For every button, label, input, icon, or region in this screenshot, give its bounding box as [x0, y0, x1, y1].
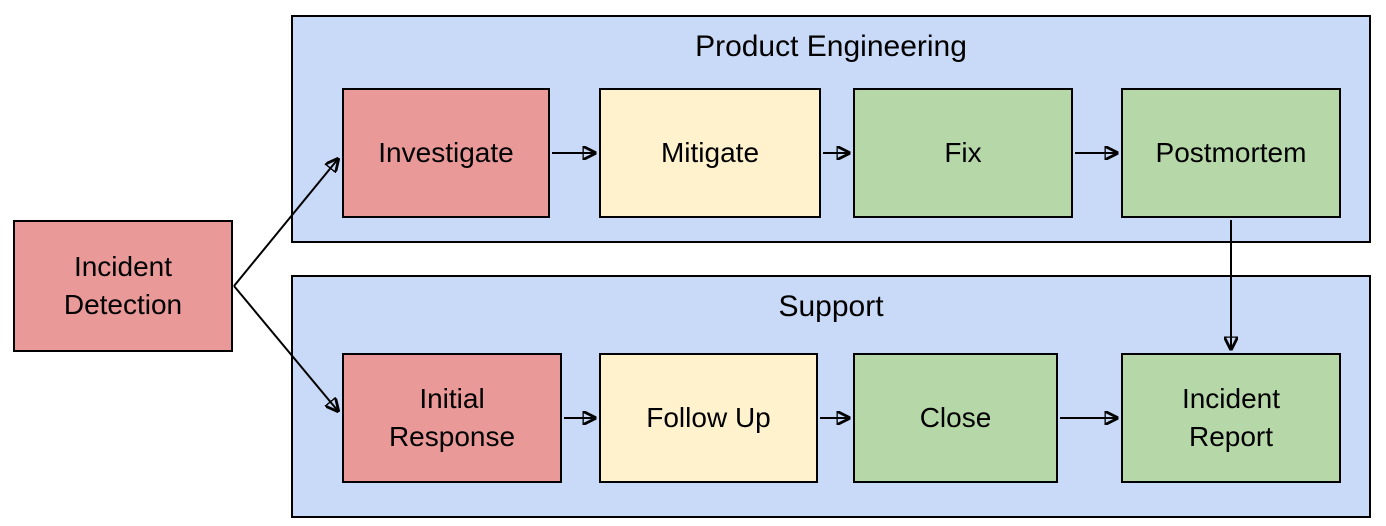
- node-initial-response: Initial Response: [342, 353, 562, 483]
- node-incident-detection: Incident Detection: [13, 220, 233, 352]
- node-label: Incident Detection: [63, 251, 183, 320]
- node-label: Incident Report: [1181, 383, 1281, 452]
- node-label: Close: [919, 402, 992, 434]
- node-close: Close: [853, 353, 1058, 483]
- lane-title-product-engineering: Product Engineering: [695, 30, 967, 63]
- node-incident-report: Incident Report: [1121, 353, 1341, 483]
- node-fix: Fix: [853, 88, 1073, 218]
- node-label: Postmortem: [1155, 137, 1307, 169]
- node-label: Investigate: [378, 137, 514, 169]
- lane-title-support: Support: [778, 290, 884, 323]
- node-label: Mitigate: [660, 137, 760, 169]
- node-mitigate: Mitigate: [599, 88, 821, 218]
- node-follow-up: Follow Up: [599, 353, 818, 483]
- node-investigate: Investigate: [342, 88, 550, 218]
- node-label: Fix: [944, 137, 982, 169]
- node-label: Initial Response: [388, 383, 516, 452]
- node-postmortem: Postmortem: [1121, 88, 1341, 218]
- node-label: Follow Up: [646, 402, 771, 434]
